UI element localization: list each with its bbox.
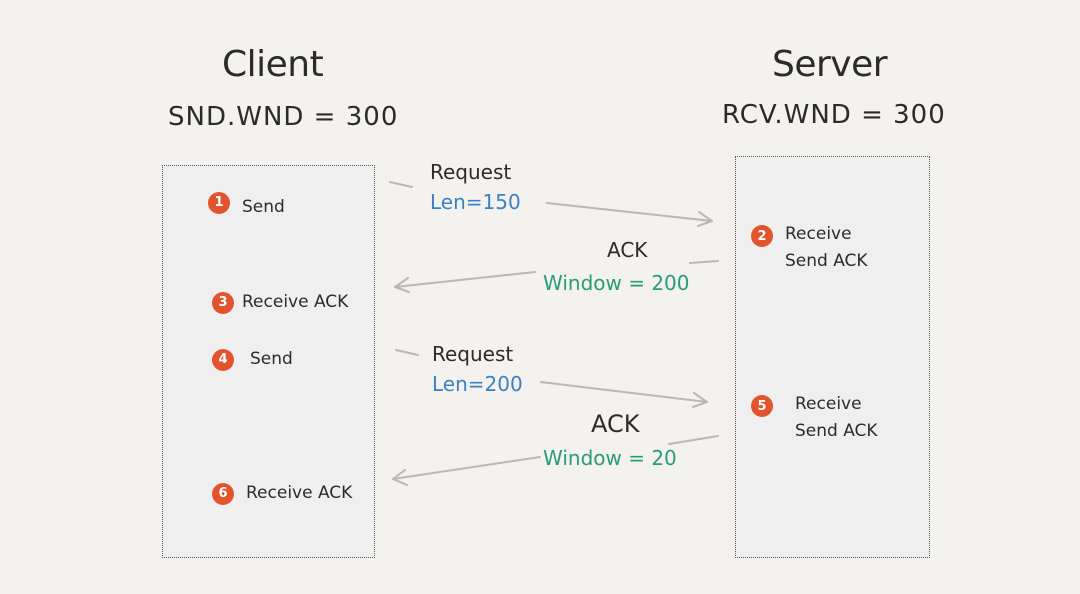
step-number-badge: 5 (751, 395, 773, 417)
server-panel (735, 156, 930, 558)
step-number-badge: 4 (212, 348, 234, 371)
ack-label-2: ACK (591, 410, 640, 438)
ack-window-2: Window = 20 (543, 446, 677, 470)
client-step-6: 6 Receive ACK (212, 480, 352, 507)
client-step-4: 4 Send (212, 346, 293, 373)
step-line: Receive (795, 394, 862, 414)
step-line: Receive (785, 224, 852, 244)
client-panel (162, 165, 375, 558)
client-step-3: 3 Receive ACK (212, 289, 348, 316)
step-line: Send ACK (785, 251, 868, 271)
request-label-2: Request (432, 342, 514, 366)
step-line: Send ACK (795, 421, 878, 441)
request-arrow-2 (395, 349, 708, 408)
ack-window-1: Window = 200 (543, 271, 690, 295)
step-line: Send (250, 349, 293, 369)
server-window-size: RCV.WND = 300 (722, 100, 946, 130)
step-number-badge: 1 (208, 191, 230, 214)
step-number-badge: 2 (751, 225, 773, 247)
step-number-badge: 6 (212, 482, 234, 505)
ack-arrow-1 (394, 260, 719, 293)
client-window-size: SND.WND = 300 (168, 102, 399, 132)
ack-arrow-2 (392, 435, 719, 486)
step-text: Send (242, 194, 285, 221)
server-step-2: 2 Receive Send ACK (751, 224, 868, 275)
request-length-1: Len=150 (430, 190, 521, 214)
request-label-1: Request (430, 160, 512, 184)
step-text: Receive Send ACK (785, 221, 868, 275)
step-line: Send (242, 197, 285, 217)
request-length-2: Len=200 (432, 372, 523, 396)
step-line: Receive ACK (242, 292, 349, 312)
step-text: Receive ACK (246, 480, 352, 507)
ack-label-1: ACK (607, 238, 648, 262)
step-text: Send (250, 346, 293, 373)
client-step-1: 1 Send (208, 184, 285, 221)
request-arrow-1 (389, 181, 713, 227)
server-step-5: 5 Receive Send ACK (751, 394, 878, 445)
step-text: Receive ACK (242, 289, 348, 316)
server-title: Server (772, 44, 888, 85)
client-title: Client (222, 44, 324, 85)
step-number-badge: 3 (212, 291, 234, 314)
step-text: Receive Send ACK (795, 391, 878, 445)
step-line: Receive ACK (246, 483, 353, 503)
